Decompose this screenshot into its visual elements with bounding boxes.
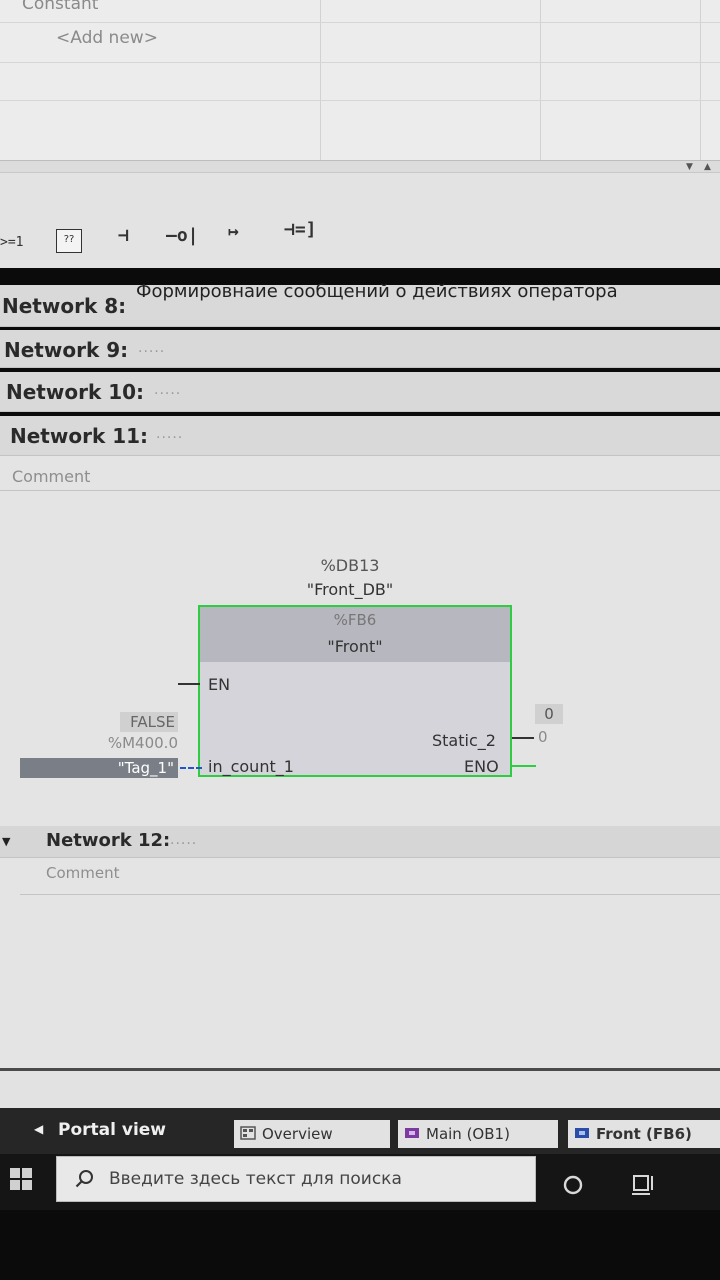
ladder-toolbar: >=1 ?? ⊣ —o| ↦ ⊣=] [0, 172, 720, 268]
tab-label: Main (OB1) [426, 1125, 510, 1143]
overview-icon [240, 1126, 256, 1140]
network-description-placeholder[interactable]: ..... [170, 832, 198, 848]
tab-label: Overview [262, 1125, 333, 1143]
pin-in-count[interactable]: in_count_1 [208, 757, 294, 776]
in-operand-address: %M400.0 [107, 734, 178, 752]
search-icon [75, 1170, 93, 1188]
pin-en[interactable]: EN [208, 675, 231, 694]
fb-block-icon [575, 1128, 589, 1138]
empty-box-tool[interactable]: ?? [56, 229, 82, 253]
network-11-comment[interactable]: Comment [12, 467, 91, 486]
cortana-icon[interactable] [562, 1174, 584, 1196]
table-row-constant[interactable]: Constant [22, 0, 99, 14]
table-row-divider [0, 22, 720, 23]
network-12-header[interactable]: ▼ Network 12: ..... [0, 826, 720, 858]
network-title: Network 9: [4, 338, 129, 362]
interface-table: Constant <Add new> [0, 0, 720, 168]
windows-start-icon[interactable] [10, 1168, 32, 1190]
pin-eno[interactable]: ENO [464, 757, 499, 776]
tab-main-ob1[interactable]: Main (OB1) [398, 1120, 558, 1148]
tab-label: Front (FB6) [596, 1125, 692, 1143]
ob-block-icon [405, 1128, 419, 1138]
nc-contact-tool[interactable]: —o| [166, 225, 199, 246]
network-description[interactable]: Формировнаие сообщений о действиях опера… [136, 281, 618, 302]
table-row-divider [0, 100, 720, 101]
static-value-box: 0 [535, 704, 563, 724]
windows-taskbar: Введите здесь текст для поиска [0, 1154, 720, 1210]
table-column-divider [700, 0, 701, 160]
back-arrow-icon[interactable]: ◀ [34, 1122, 44, 1136]
no-contact-tool[interactable]: ⊣ [118, 225, 129, 246]
or-box-tool[interactable]: >=1 [0, 235, 24, 250]
editor-status-area [0, 1068, 720, 1108]
portal-view-link[interactable]: Portal view [58, 1120, 167, 1140]
search-placeholder: Введите здесь текст для поиска [109, 1169, 402, 1189]
interface-scrollbar[interactable]: ▼ ▲ [0, 160, 720, 172]
collapse-icon[interactable]: ▼ [2, 835, 11, 848]
comment-divider [0, 490, 720, 491]
scroll-up-icon[interactable]: ▲ [704, 162, 711, 172]
en-wire [178, 683, 200, 685]
tab-overview[interactable]: Overview [234, 1120, 390, 1148]
instance-db-address: %DB13 [320, 556, 380, 575]
eno-wire [512, 765, 536, 767]
static-value: 0 [538, 728, 548, 746]
table-column-divider [320, 0, 321, 160]
table-column-divider [540, 0, 541, 160]
table-row-divider [0, 62, 720, 63]
portal-tab-bar: ◀ Portal view Overview Main (OB1) Front … [0, 1108, 720, 1154]
open-branch-tool[interactable]: ↦ [228, 221, 239, 242]
fb-front-block[interactable]: %FB6 "Front" EN in_count_1 Static_2 ENO [198, 605, 512, 777]
fb-address: %FB6 [333, 611, 377, 629]
network-9-header[interactable]: Network 9: ..... [0, 330, 720, 368]
in-wire [180, 767, 202, 769]
network-title: Network 10: [6, 380, 145, 404]
taskbar-search-box[interactable]: Введите здесь текст для поиска [56, 1156, 536, 1202]
fb-name[interactable]: "Front" [327, 637, 383, 656]
coil-tool[interactable]: ⊣=] [284, 219, 317, 240]
network-8-header[interactable]: Network 8: Формировнаие сообщений о дейс… [0, 281, 720, 327]
comment-divider [20, 894, 720, 895]
network-title: Network 11: [10, 424, 149, 448]
scroll-down-icon[interactable]: ▼ [686, 162, 693, 172]
network-12-body [0, 858, 720, 1068]
tab-front-fb6[interactable]: Front (FB6) [568, 1120, 720, 1148]
in-operand-tag[interactable]: "Tag_1" [20, 758, 178, 778]
network-11-header[interactable]: Network 11: ..... [0, 416, 720, 456]
network-title: Network 8: [2, 294, 127, 318]
pin-static[interactable]: Static_2 [432, 731, 496, 750]
network-description-placeholder[interactable]: ..... [138, 340, 166, 356]
network-description-placeholder[interactable]: ..... [156, 426, 184, 442]
table-row-add-new[interactable]: <Add new> [56, 28, 158, 48]
network-10-header[interactable]: Network 10: ..... [0, 372, 720, 412]
fb-header: %FB6 "Front" [200, 607, 510, 662]
network-12-comment[interactable]: Comment [46, 864, 120, 882]
task-view-icon[interactable] [630, 1172, 658, 1196]
network-title: Network 12: [46, 830, 171, 851]
en-value: FALSE [120, 712, 178, 732]
instance-db-name[interactable]: "Front_DB" [306, 580, 394, 599]
network-description-placeholder[interactable]: ..... [154, 382, 182, 398]
static-wire [512, 737, 534, 739]
